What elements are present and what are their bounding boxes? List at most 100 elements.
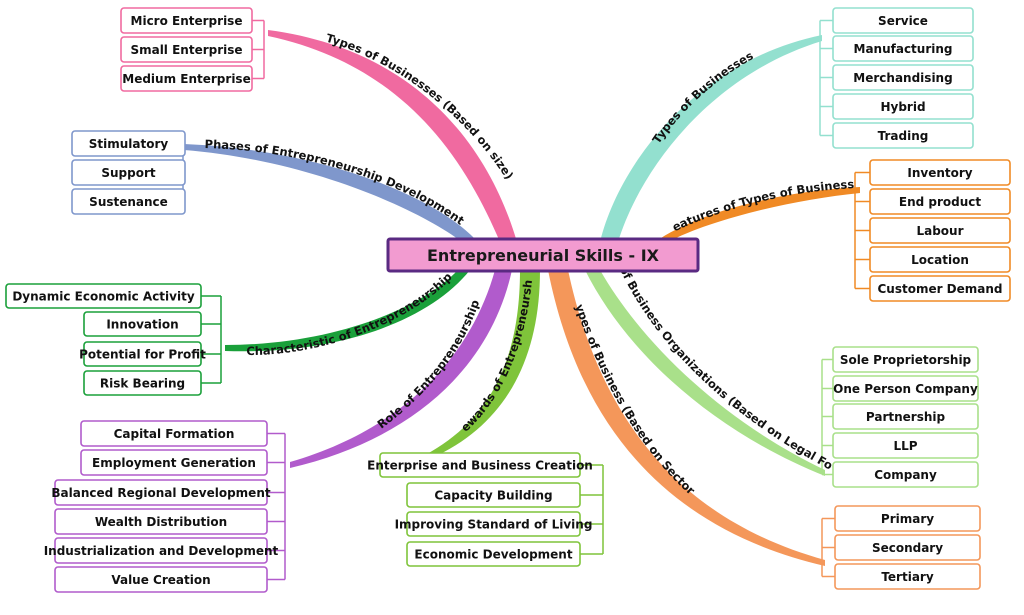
node-label: Improving Standard of Living (395, 518, 593, 532)
node-role-3[interactable]: Wealth Distribution (54, 508, 268, 535)
node-phases-1[interactable]: Support (71, 159, 186, 186)
center-node[interactable]: Entrepreneurial Skills - IX (386, 237, 700, 273)
node-box (869, 217, 1011, 244)
connector-legal (821, 358, 833, 476)
node-rewards-0[interactable]: Enterprise and Business Creation (367, 452, 593, 478)
node-rewards-3[interactable]: Economic Development (406, 541, 581, 567)
ribbon-types (600, 35, 822, 242)
node-label: Sustenance (89, 195, 168, 209)
node-label: Value Creation (111, 573, 210, 587)
node-label: Labour (916, 224, 963, 238)
node-box (832, 375, 979, 402)
node-types-2[interactable]: Merchandising (832, 64, 974, 91)
node-characteristic-2[interactable]: Potential for Profit (79, 341, 206, 367)
branch-ribbons (184, 30, 860, 566)
node-box (832, 346, 979, 373)
node-label: Small Enterprise (130, 43, 242, 57)
node-box (406, 541, 581, 567)
node-features-4[interactable]: Customer Demand (869, 275, 1011, 302)
connector-size (252, 19, 265, 80)
node-label: Risk Bearing (100, 377, 185, 391)
node-role-5[interactable]: Value Creation (54, 566, 268, 593)
node-label: Dynamic Economic Activity (12, 290, 195, 304)
node-label: Partnership (866, 410, 946, 424)
node-box (832, 122, 974, 149)
node-label: Stimulatory (89, 137, 169, 151)
node-label: One Person Company (833, 382, 978, 396)
node-features-1[interactable]: End product (869, 188, 1011, 215)
node-legal-4[interactable]: Company (832, 461, 979, 488)
node-role-0[interactable]: Capital Formation (80, 420, 268, 447)
node-label: Support (101, 166, 156, 180)
ribbon-rewards (425, 270, 540, 458)
node-rewards-2[interactable]: Improving Standard of Living (395, 511, 593, 537)
node-types-0[interactable]: Service (832, 7, 974, 34)
node-label: Trading (878, 129, 929, 143)
node-label: Customer Demand (877, 282, 1002, 296)
node-label: Industrialization and Development (44, 544, 279, 558)
node-role-2[interactable]: Balanced Regional Development (51, 479, 271, 506)
node-label: LLP (893, 439, 917, 453)
node-label: Enterprise and Business Creation (367, 459, 593, 473)
node-box (832, 403, 979, 430)
node-label: Hybrid (880, 100, 925, 114)
connector-sector (821, 517, 835, 578)
node-size-0[interactable]: Micro Enterprise (120, 7, 253, 34)
node-features-3[interactable]: Location (869, 246, 1011, 273)
node-box (832, 461, 979, 488)
node-sector-2[interactable]: Tertiary (834, 563, 981, 590)
node-phases-0[interactable]: Stimulatory (71, 130, 186, 157)
node-box (80, 420, 268, 447)
node-features-0[interactable]: Inventory (869, 159, 1011, 186)
node-characteristic-3[interactable]: Risk Bearing (83, 370, 202, 396)
node-characteristic-0[interactable]: Dynamic Economic Activity (5, 283, 202, 309)
node-size-1[interactable]: Small Enterprise (120, 36, 253, 63)
node-box (406, 511, 581, 537)
node-box (71, 188, 186, 215)
node-legal-0[interactable]: Sole Proprietorship (832, 346, 979, 373)
node-features-2[interactable]: Labour (869, 217, 1011, 244)
node-label: Service (878, 14, 928, 28)
node-types-1[interactable]: Manufacturing (832, 35, 974, 62)
node-box (832, 35, 974, 62)
node-sector-1[interactable]: Secondary (834, 534, 981, 561)
node-role-1[interactable]: Employment Generation (80, 449, 268, 476)
node-size-2[interactable]: Medium Enterprise (120, 65, 253, 92)
node-box (832, 7, 974, 34)
node-rewards-1[interactable]: Capacity Building (406, 482, 581, 508)
node-legal-3[interactable]: LLP (832, 432, 979, 459)
node-sector-0[interactable]: Primary (834, 505, 981, 532)
node-label: Micro Enterprise (131, 14, 243, 28)
node-phases-2[interactable]: Sustenance (71, 188, 186, 215)
node-box (832, 93, 974, 120)
node-types-3[interactable]: Hybrid (832, 93, 974, 120)
node-label: Wealth Distribution (95, 515, 227, 529)
node-box (120, 36, 253, 63)
node-box (869, 246, 1011, 273)
center-title: Entrepreneurial Skills - IX (427, 246, 660, 265)
node-box (54, 566, 268, 593)
node-legal-2[interactable]: Partnership (832, 403, 979, 430)
ribbon-role (290, 270, 512, 468)
node-box (869, 275, 1011, 302)
ribbon-characteristic (225, 270, 470, 352)
node-label: Tertiary (881, 570, 934, 584)
node-label: Innovation (106, 318, 178, 332)
node-box (120, 65, 253, 92)
node-role-4[interactable]: Industrialization and Development (44, 537, 279, 564)
node-label: Employment Generation (92, 456, 256, 470)
connector-features (854, 171, 870, 290)
branch-label-types: Types of Businesses (649, 48, 755, 146)
node-box (80, 449, 268, 476)
node-label: Secondary (872, 541, 943, 555)
node-label: Capacity Building (434, 489, 552, 503)
node-label: Company (874, 468, 937, 482)
node-legal-1[interactable]: One Person Company (832, 375, 979, 402)
node-characteristic-1[interactable]: Innovation (83, 311, 202, 337)
node-label: Inventory (907, 166, 972, 180)
node-types-4[interactable]: Trading (832, 122, 974, 149)
connector-types (819, 19, 833, 137)
ribbon-size (268, 30, 517, 242)
node-box (83, 311, 202, 337)
node-label: Location (911, 253, 969, 267)
